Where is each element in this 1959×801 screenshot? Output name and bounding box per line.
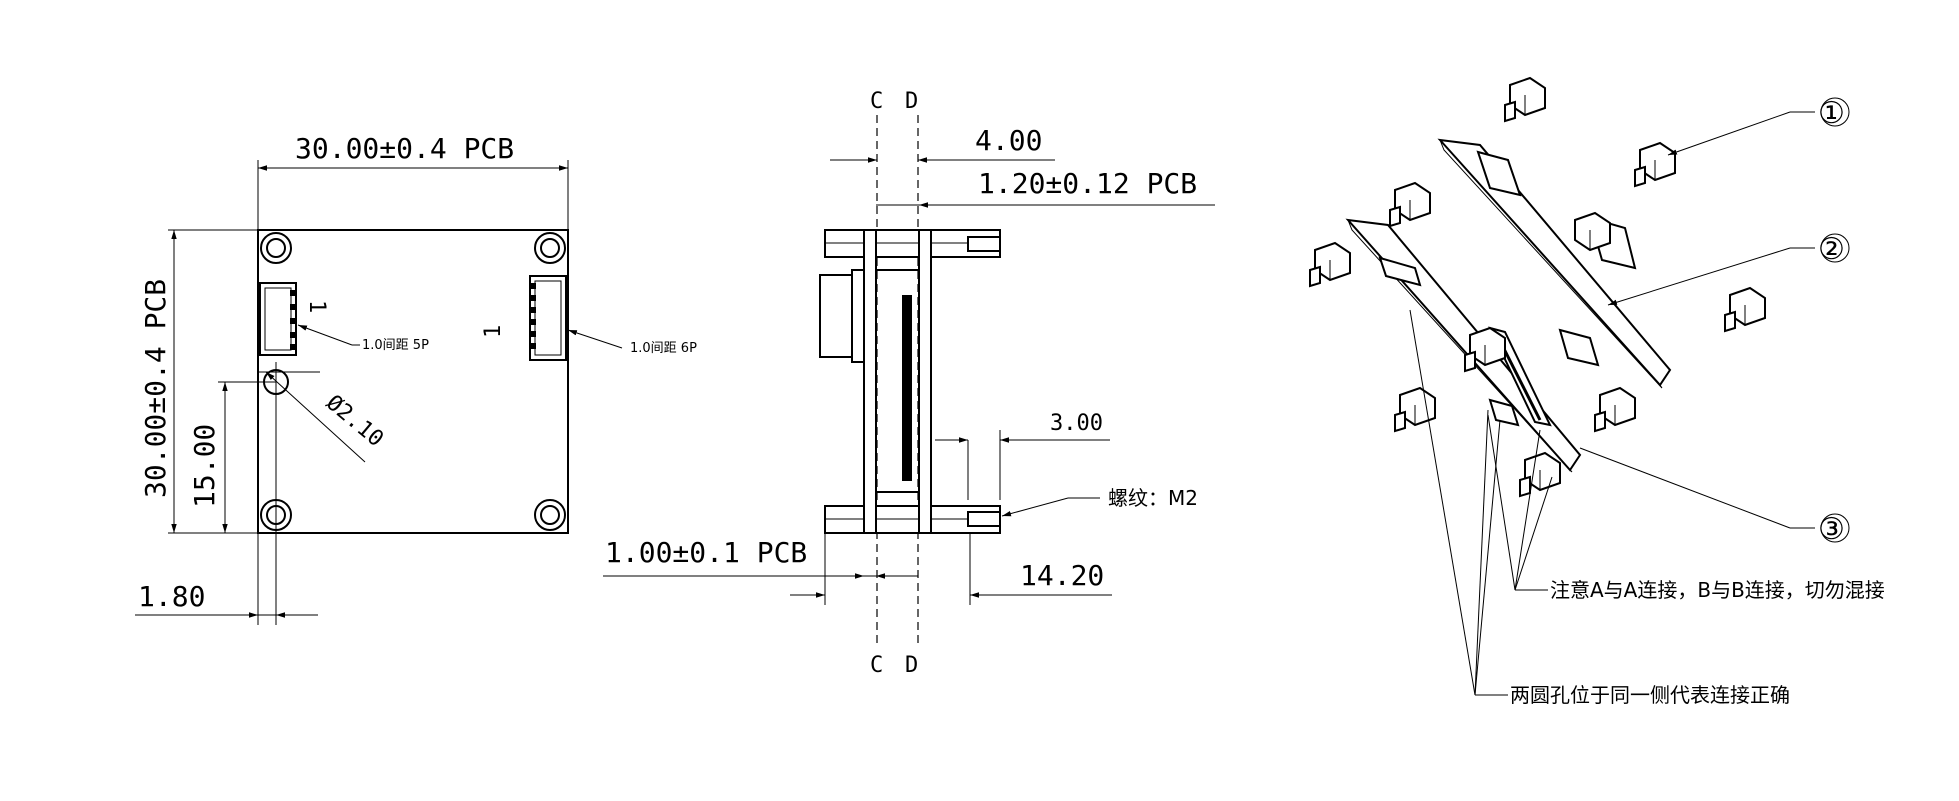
connector-5p-note: 1.0间距 5P bbox=[362, 338, 429, 353]
callout-1-circle bbox=[1820, 97, 1850, 127]
callout-3: ③ bbox=[1818, 512, 1845, 547]
height-dimension: 30.00±0.4 PCB bbox=[139, 279, 172, 498]
connector-6p-note: 1.0间距 6P bbox=[630, 341, 697, 356]
section-bottom-d: D bbox=[905, 653, 918, 678]
side-component bbox=[875, 269, 920, 493]
exploded-standoff bbox=[1464, 326, 1506, 373]
exploded-view: ① ② ③ 注意A与A连接，B与B连接，切勿混接 两圆孔位于同一侧代表连接正确 bbox=[1309, 76, 1885, 707]
thickness-dimension: 1.20±0.12 PCB bbox=[978, 167, 1197, 200]
section-top-c: C bbox=[870, 89, 883, 114]
total-dimension: 14.20 bbox=[1020, 559, 1104, 592]
exploded-standoff bbox=[1504, 76, 1546, 123]
bottom-pcb-dimension: 1.00±0.1 PCB bbox=[605, 536, 807, 569]
pin1-label-right: 1 bbox=[481, 325, 506, 338]
note-ab: 注意A与A连接，B与B连接，切勿混接 bbox=[1550, 578, 1885, 602]
hole-x-dimension: 1.80 bbox=[138, 580, 205, 613]
section-top-d: D bbox=[905, 89, 918, 114]
top-view: 1 1 1.0间距 5P 1.0间距 6P 30.00±0.4 PCB 30.0… bbox=[135, 132, 697, 625]
callout-3-circle bbox=[1820, 513, 1850, 543]
callout-2: ② bbox=[1818, 232, 1845, 267]
connector-6p bbox=[529, 275, 567, 361]
pin1-label-left: 1 bbox=[304, 300, 329, 313]
section-bottom-c: C bbox=[870, 653, 883, 678]
hole-diameter: Ø2.10 bbox=[321, 390, 388, 452]
pcb-outline bbox=[257, 229, 569, 534]
thread-note: 螺纹：M2 bbox=[1108, 486, 1198, 510]
mounting-hole-top-left bbox=[260, 232, 292, 264]
exploded-standoff bbox=[1634, 141, 1676, 188]
mounting-hole-top-right bbox=[534, 232, 566, 264]
mounting-hole-bottom-right bbox=[534, 499, 566, 531]
exploded-standoff bbox=[1309, 241, 1351, 288]
side-view: C D C D 4.00 1.20±0.12 PCB bbox=[603, 89, 1215, 678]
exploded-standoff bbox=[1594, 386, 1636, 433]
note-holes: 两圆孔位于同一侧代表连接正确 bbox=[1510, 683, 1790, 707]
exploded-standoff bbox=[1724, 286, 1766, 333]
exploded-standoff bbox=[1394, 386, 1436, 433]
connector-5p bbox=[259, 282, 297, 356]
exploded-standoff bbox=[1389, 181, 1431, 228]
callout-1: ① bbox=[1818, 96, 1845, 131]
exploded-standoff bbox=[1574, 211, 1611, 252]
gap-dimension: 4.00 bbox=[975, 124, 1042, 157]
callout-2-circle bbox=[1820, 233, 1850, 263]
width-dimension: 30.00±0.4 PCB bbox=[295, 132, 514, 165]
exploded-standoff bbox=[1519, 451, 1561, 498]
standoff-dimension: 3.00 bbox=[1050, 411, 1103, 436]
hole-y-dimension: 15.00 bbox=[188, 424, 221, 508]
